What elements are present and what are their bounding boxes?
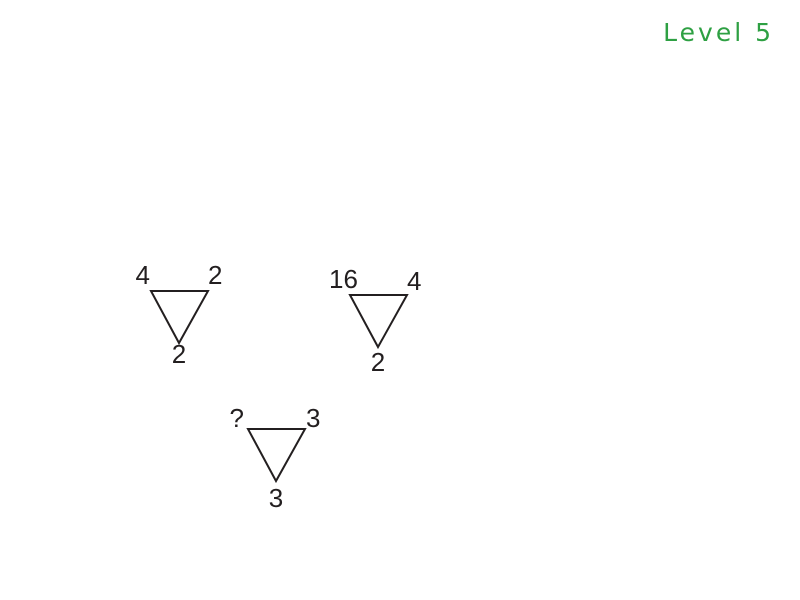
top-right-number: 4 — [407, 266, 422, 296]
triangle-puzzle-1: 4 2 2 — [136, 260, 260, 372]
top-right-number: 2 — [208, 260, 223, 290]
top-left-number: 4 — [135, 260, 150, 290]
triangle-shape — [246, 428, 307, 484]
bottom-number: 2 — [171, 339, 187, 369]
bottom-number: 3 — [268, 483, 284, 513]
triangle-puzzle-3: ? 3 3 — [230, 403, 357, 513]
triangle-shape — [348, 294, 409, 350]
level-indicator: Level 5 — [663, 18, 774, 47]
missing-number-question-mark: ? — [229, 403, 244, 433]
triangle-puzzle-2: 16 4 2 — [329, 266, 459, 377]
triangle-shape — [149, 290, 210, 346]
top-right-number: 3 — [306, 403, 321, 433]
bottom-number: 2 — [370, 347, 386, 377]
top-left-number: 16 — [329, 264, 358, 294]
